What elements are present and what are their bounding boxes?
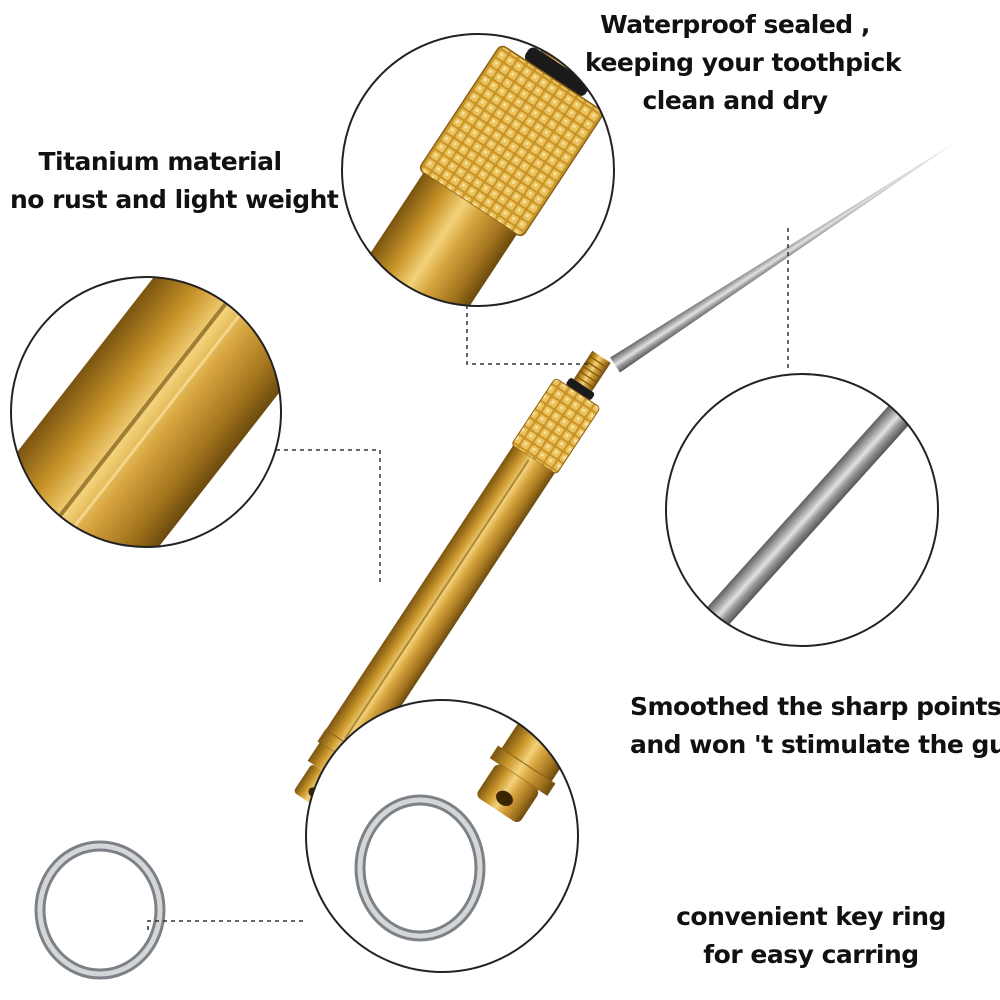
titanium-spike <box>610 143 954 373</box>
caption-waterproof-line3: clean and dry <box>642 86 828 115</box>
zoom-circle-point <box>665 373 939 647</box>
callout-leaders <box>147 228 789 930</box>
caption-titanium-line1: Titanium material <box>38 147 282 176</box>
caption-waterproof-line1: Waterproof sealed , <box>600 10 870 39</box>
caption-smooth-line1: Smoothed the sharp points <box>630 692 1000 721</box>
key-ring <box>34 840 166 980</box>
caption-keyring-line2: for easy carring <box>703 940 919 969</box>
caption-waterproof: Waterproof sealed , keeping your toothpi… <box>585 6 902 120</box>
caption-smooth-line2: and won 't stimulate the gum <box>630 730 1000 759</box>
zoom-circle-tube <box>10 276 282 548</box>
zoom-circle-keyring <box>305 699 579 973</box>
caption-titanium: Titanium material no rust and light weig… <box>10 143 339 219</box>
caption-titanium-line2: no rust and light weight <box>10 185 339 214</box>
caption-keyring-line1: convenient key ring <box>676 902 946 931</box>
caption-smooth-point: Smoothed the sharp points and won 't sti… <box>630 688 1000 764</box>
caption-waterproof-line2: keeping your toothpick <box>585 48 902 77</box>
caption-keyring: convenient key ring for easy carring <box>676 898 946 974</box>
